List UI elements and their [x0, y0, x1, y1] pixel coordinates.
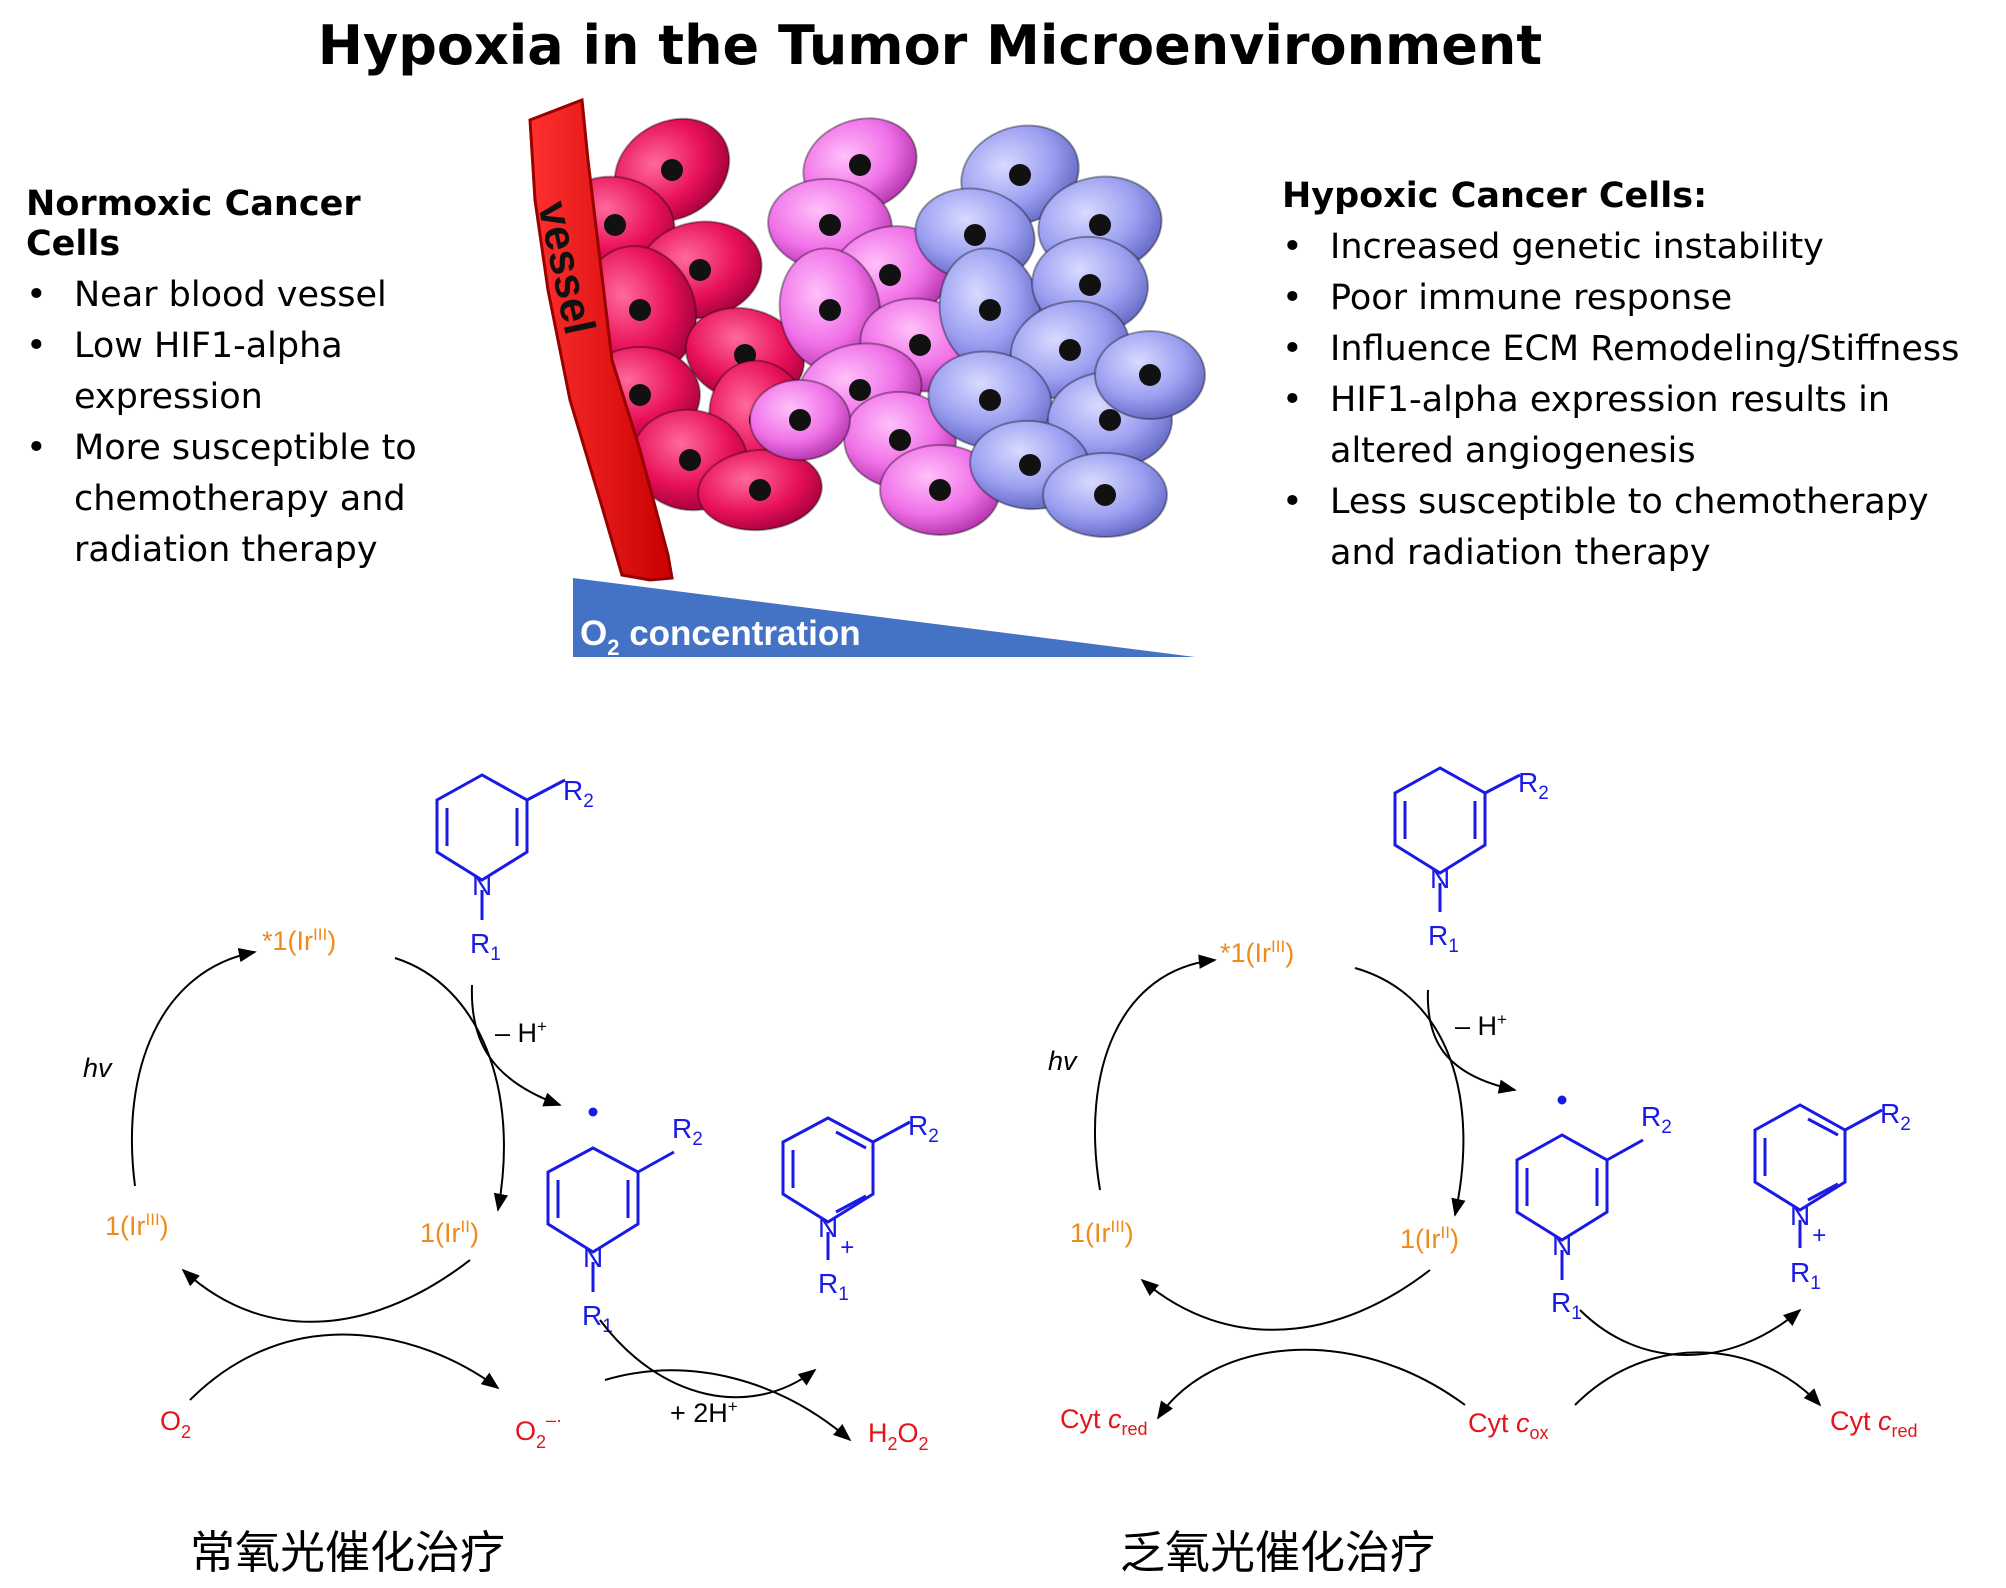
- cell-nucleus: [819, 299, 841, 321]
- ir-reduced-label: 1(IrII): [1400, 1223, 1459, 1254]
- list-item: Low HIF1-alpha expression: [26, 321, 446, 423]
- cell-nucleus: [819, 214, 841, 236]
- r1-label: R1: [818, 1268, 849, 1305]
- ir-ground-label: 1(IrIII): [1070, 1217, 1134, 1248]
- pyridinium-product: [781, 1116, 911, 1260]
- list-item: Poor immune response: [1282, 273, 2002, 324]
- r2-label: R2: [1880, 1098, 1911, 1135]
- r2-label: R2: [1518, 767, 1549, 804]
- tumor-illustration: vessel O2 concentration: [528, 97, 1206, 660]
- cyt-c-red-left: Cyt cred: [1060, 1404, 1148, 1439]
- o2-label: O2 concentration: [580, 614, 861, 660]
- cyt-c-ox: Cyt cox: [1468, 1408, 1549, 1443]
- blood-vessel: [528, 97, 674, 582]
- cell-nucleus: [734, 344, 756, 366]
- normoxic-caption: 常氧光催化治疗: [190, 1526, 506, 1579]
- n-label: N: [472, 870, 492, 901]
- r2-label: R2: [908, 1110, 939, 1147]
- pyridinium-product: [1753, 1103, 1883, 1248]
- hypoxic-cycle: R2 N R1 R2 N R1 R2 N+ R1 *1(IrIII) 1(IrI…: [1048, 766, 1918, 1443]
- r1-label: R1: [1551, 1287, 1582, 1324]
- normoxic-heading: Normoxic Cancer Cells: [26, 184, 361, 264]
- n-label: N: [1552, 1230, 1572, 1261]
- cell-nucleus: [629, 384, 651, 406]
- cell-nucleus: [1094, 484, 1116, 506]
- list-item: Less susceptible to chemotherapy and rad…: [1282, 477, 2002, 579]
- cyt-c-red-right: Cyt cred: [1830, 1406, 1918, 1441]
- list-item: Near blood vessel: [26, 270, 446, 321]
- cell-nucleus: [1139, 364, 1161, 386]
- dihydropyridine-reagent: [435, 773, 566, 920]
- cell-nucleus: [679, 449, 701, 471]
- hv-label: hv: [83, 1053, 113, 1083]
- o2-reactant: O2: [160, 1406, 191, 1442]
- cell-nucleus: [789, 409, 811, 431]
- cell-nucleus: [889, 429, 911, 451]
- cell-nucleus: [661, 159, 683, 181]
- radical-intermediate: [1515, 1095, 1644, 1280]
- ir-excited-label: *1(IrIII): [1220, 937, 1294, 968]
- list-item: HIF1-alpha expression results in altered…: [1282, 375, 2002, 477]
- r2-label: R2: [1641, 1101, 1672, 1138]
- r2-label: R2: [563, 775, 594, 812]
- cell-nucleus: [1089, 214, 1111, 236]
- cell-nucleus: [1099, 409, 1121, 431]
- cell-nucleus: [749, 479, 771, 501]
- hv-label: hv: [1048, 1046, 1078, 1076]
- plus-2h-label: + 2H+: [670, 1397, 738, 1428]
- normoxic-cycle: R2 N R1 R2 N R1 R2 N+ R1 *1(IrIII) 1(IrI…: [83, 773, 939, 1454]
- ir-excited-label: *1(IrIII): [262, 925, 336, 956]
- minus-h-label: – H+: [1455, 1010, 1507, 1041]
- cell-nucleus: [1079, 274, 1101, 296]
- cell-nucleus: [1009, 164, 1031, 186]
- cell-nucleus: [979, 389, 1001, 411]
- cycle-arrows: [1093, 954, 1822, 1420]
- list-item: More susceptible to chemotherapy and rad…: [26, 423, 446, 576]
- n-plus-label: N+: [1790, 1200, 1826, 1249]
- r1-label: R1: [582, 1300, 613, 1337]
- cycle-arrows: [131, 947, 852, 1442]
- cell-nucleus: [849, 154, 871, 176]
- radical-intermediate: [546, 1107, 675, 1292]
- cell-nucleus: [909, 334, 931, 356]
- cell-nucleus: [1059, 339, 1081, 361]
- n-plus-label: N+: [818, 1212, 854, 1261]
- n-label: N: [583, 1242, 603, 1273]
- hypoxic-caption: 乏氧光催化治疗: [1120, 1526, 1436, 1579]
- r2-label: R2: [672, 1113, 703, 1150]
- ir-ground-label: 1(IrIII): [105, 1210, 169, 1241]
- r1-label: R1: [1790, 1257, 1821, 1294]
- cell-nucleus: [1019, 454, 1041, 476]
- page-title: Hypoxia in the Tumor Microenvironment: [317, 14, 1543, 77]
- minus-h-label: – H+: [495, 1017, 547, 1048]
- dihydropyridine-reagent: [1393, 766, 1521, 912]
- cell-nucleus: [929, 479, 951, 501]
- normoxic-panel: Normoxic Cancer Cells Near blood vessel …: [26, 184, 446, 576]
- cell-nucleus: [879, 264, 901, 286]
- hypoxic-panel: Hypoxic Cancer Cells: Increased genetic …: [1282, 176, 2002, 579]
- h2o2-product: H2O2: [868, 1418, 929, 1454]
- superoxide-label: O2–·: [515, 1410, 562, 1452]
- n-label: N: [1430, 863, 1450, 894]
- cell-nucleus: [689, 259, 711, 281]
- normoxic-list: Near blood vessel Low HIF1-alpha express…: [26, 270, 446, 576]
- list-item: Increased genetic instability: [1282, 222, 2002, 273]
- ir-reduced-label: 1(IrII): [420, 1217, 479, 1248]
- cell-nucleus: [979, 299, 1001, 321]
- o2-gradient: [573, 578, 1195, 657]
- r1-label: R1: [1428, 920, 1459, 957]
- cell-nucleus: [629, 299, 651, 321]
- hypoxic-heading: Hypoxic Cancer Cells:: [1282, 176, 1708, 216]
- cell-nucleus: [604, 214, 626, 236]
- r1-label: R1: [470, 928, 501, 965]
- list-item: Influence ECM Remodeling/Stiffness: [1282, 324, 2002, 375]
- cell-nucleus: [964, 224, 986, 246]
- hypoxic-list: Increased genetic instability Poor immun…: [1282, 222, 2002, 579]
- cell-nucleus: [849, 379, 871, 401]
